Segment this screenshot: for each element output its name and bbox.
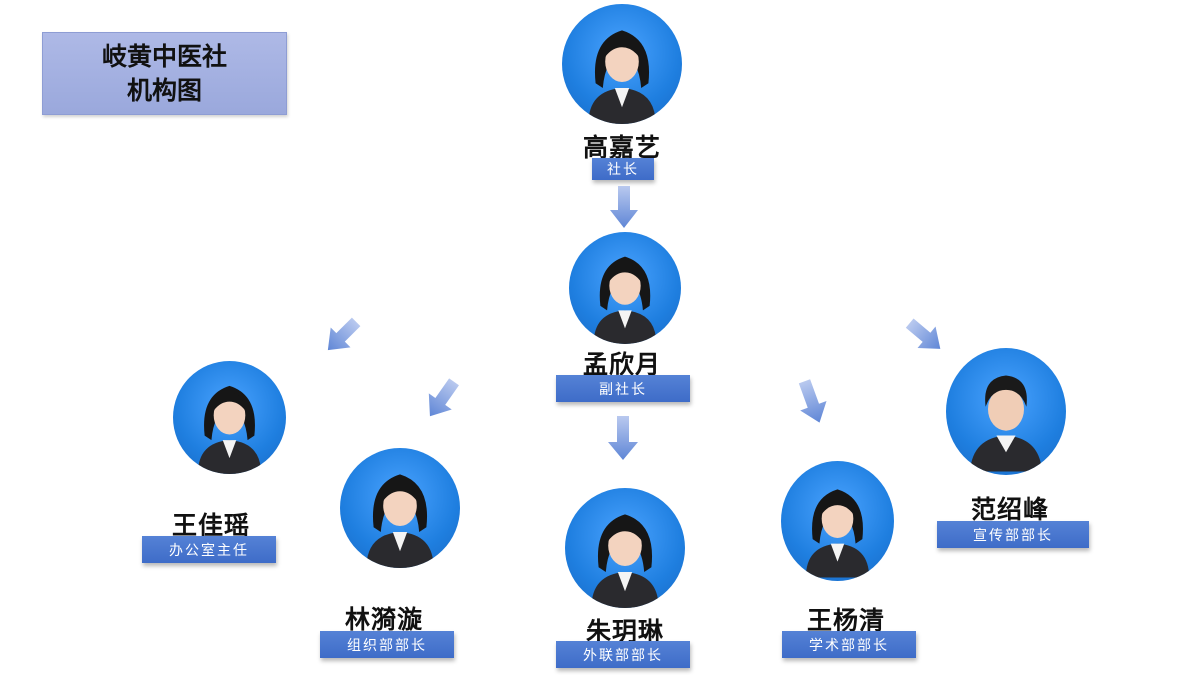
arrow-vice-to-liaison bbox=[608, 416, 638, 460]
president-name: 高嘉艺 bbox=[582, 133, 661, 162]
organization-avatar bbox=[340, 448, 460, 568]
arrow-vice-to-office bbox=[322, 316, 362, 356]
office-avatar bbox=[173, 361, 286, 474]
arrow-vice-to-publicity bbox=[904, 316, 946, 356]
organization-name: 林漪漩 bbox=[344, 605, 423, 634]
chart-title-line2: 机构图 bbox=[126, 75, 202, 105]
vice-avatar bbox=[569, 232, 681, 344]
president-role: 社长 bbox=[592, 158, 654, 180]
office-name: 王佳瑶 bbox=[171, 511, 250, 540]
arrow-president-to-vice bbox=[610, 186, 638, 228]
office-role: 办公室主任 bbox=[142, 536, 276, 563]
academic-name: 王杨清 bbox=[806, 606, 885, 635]
organization-role: 组织部部长 bbox=[320, 631, 454, 658]
academic-role: 学术部部长 bbox=[782, 631, 916, 658]
arrow-vice-to-academic bbox=[794, 379, 830, 424]
publicity-name: 范绍峰 bbox=[970, 495, 1049, 524]
liaison-role: 外联部部长 bbox=[556, 641, 690, 668]
chart-title-line1: 岐黄中医社 bbox=[101, 41, 227, 71]
president-avatar bbox=[562, 4, 682, 124]
vice-name: 孟欣月 bbox=[582, 350, 661, 379]
arrow-vice-to-organization bbox=[422, 378, 462, 420]
publicity-role: 宣传部部长 bbox=[937, 521, 1089, 548]
vice-role: 副社长 bbox=[556, 375, 690, 402]
publicity-avatar bbox=[946, 348, 1066, 475]
chart-title: 岐黄中医社 机构图 bbox=[42, 32, 287, 115]
academic-avatar bbox=[781, 461, 894, 581]
liaison-avatar bbox=[565, 488, 685, 608]
